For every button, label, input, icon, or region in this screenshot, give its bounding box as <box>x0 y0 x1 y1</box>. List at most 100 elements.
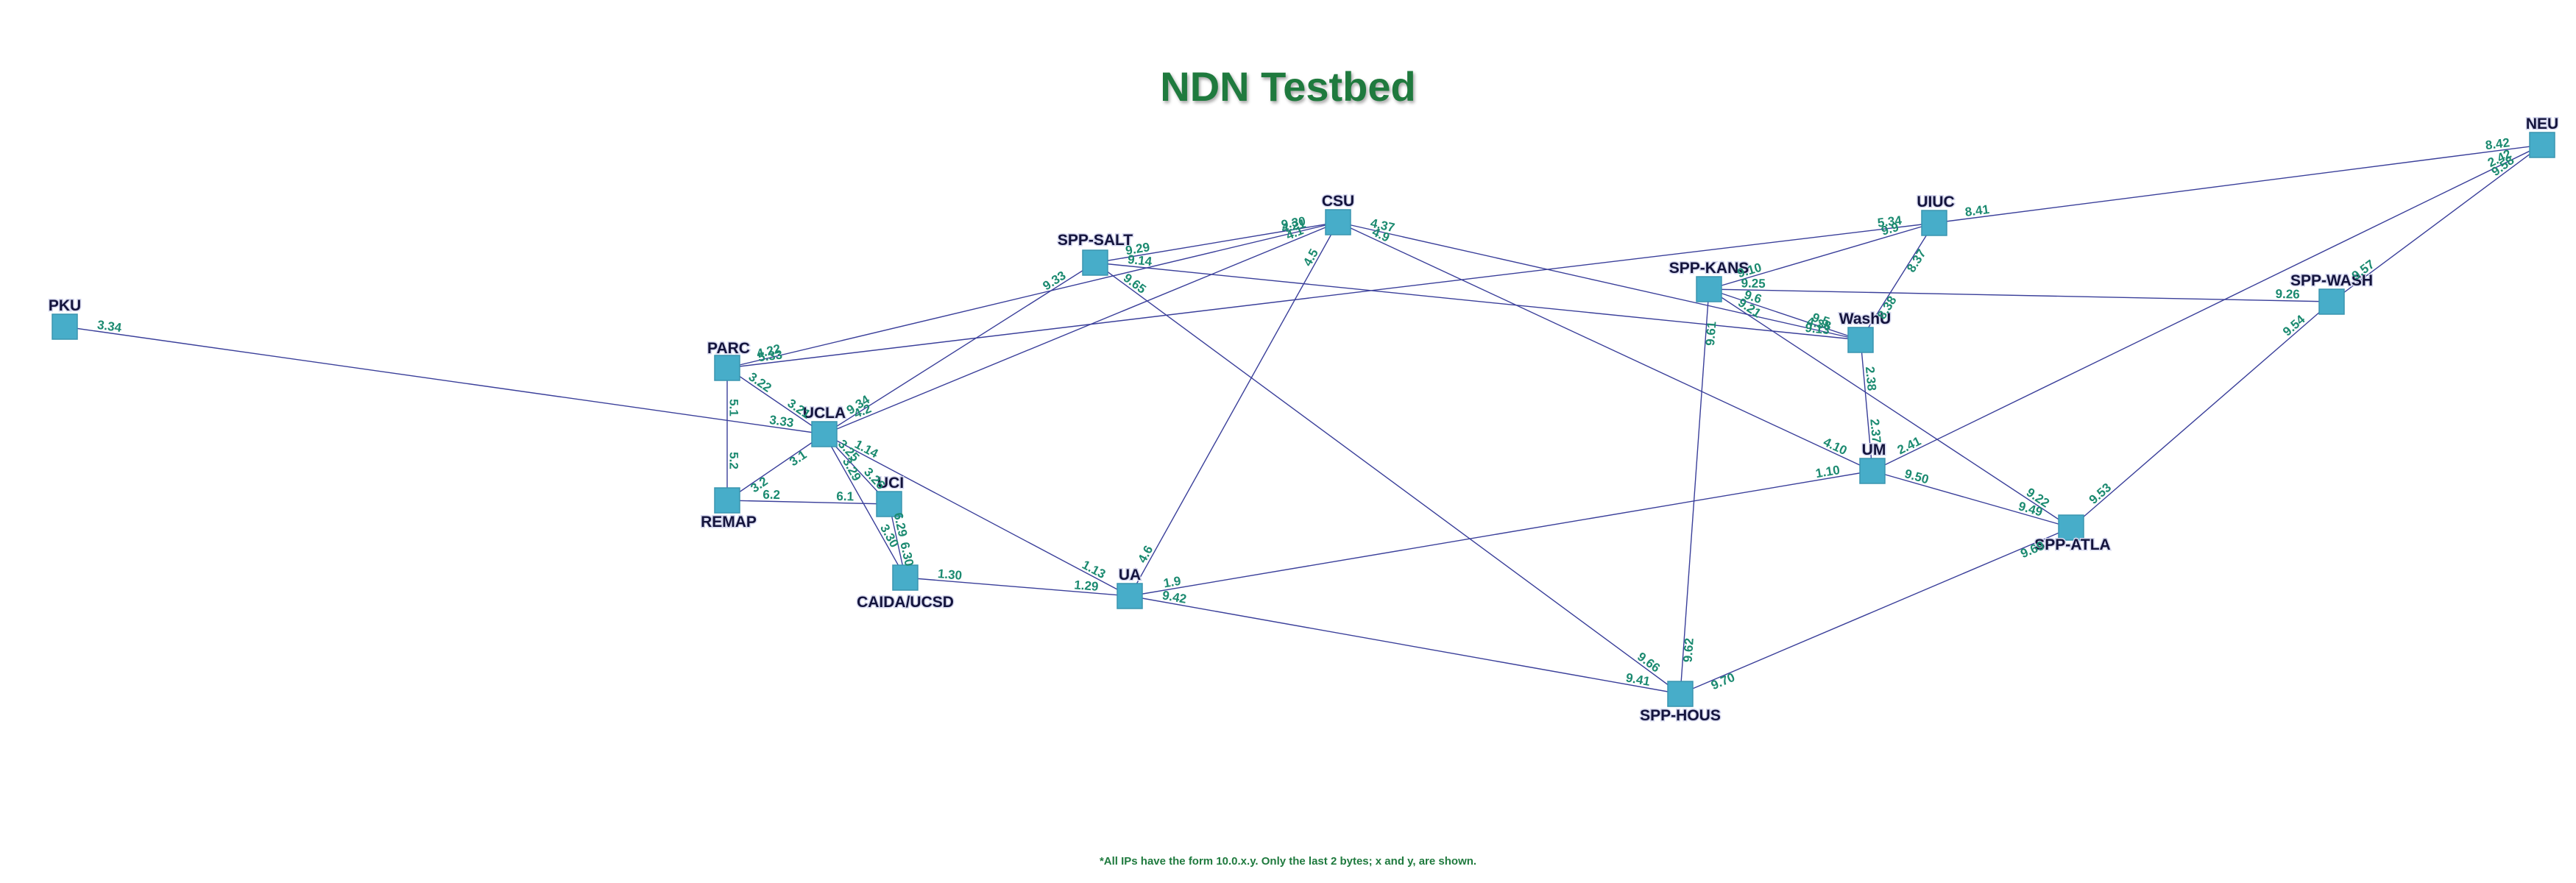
link-ucla-sppsalt <box>824 262 1096 435</box>
router-box[interactable] <box>714 355 740 381</box>
node-sppwash[interactable]: SPP-WASH <box>2289 272 2374 315</box>
link-caida-ua <box>905 577 1130 597</box>
node-uci[interactable]: UCI <box>876 474 905 517</box>
router-box[interactable] <box>1921 210 1947 236</box>
node-label: PKU <box>49 297 81 314</box>
router-box[interactable] <box>2318 288 2345 315</box>
router-box[interactable] <box>1325 209 1351 235</box>
node-spphous[interactable]: SPP-HOUS <box>1639 681 1722 726</box>
router-box[interactable] <box>52 313 78 340</box>
node-pku[interactable]: PKU <box>47 297 82 340</box>
link-sppkans-sppwash <box>1708 288 2332 302</box>
ip-label: 6.1 <box>836 489 854 504</box>
ip-label: 9.41 <box>1625 670 1652 689</box>
link-ucla-ua <box>824 433 1130 597</box>
ip-label: 9.69 <box>2019 539 2047 561</box>
ip-label: 1.9 <box>1162 574 1181 591</box>
ip-label: 2.38 <box>1863 366 1879 391</box>
link-ua-csu <box>1129 221 1339 597</box>
link-pku-ucla <box>64 326 825 435</box>
link-washu-um <box>1860 339 1873 472</box>
node-label: SPP-ATLA <box>2034 536 2110 553</box>
link-sppatla-spphous <box>1680 527 2072 695</box>
link-parc-uiuc <box>726 222 1935 369</box>
ip-label: 3.34 <box>96 318 123 336</box>
router-box[interactable] <box>1117 583 1143 609</box>
ip-label: 9.26 <box>2275 287 2299 302</box>
router-box[interactable] <box>876 491 902 517</box>
ip-label: 4.10 <box>1821 435 1849 458</box>
link-csu-um <box>1337 221 1873 472</box>
router-box[interactable] <box>714 487 740 514</box>
ip-label: 5.1 <box>727 399 741 416</box>
ip-label: 2.41 <box>1895 434 1923 458</box>
ip-label: 4.6 <box>1135 543 1156 565</box>
router-box[interactable] <box>1847 327 1874 353</box>
nodes-layer: PKU PARC UCLA REMAP UCI CAIDA/UCSD UA SPP-SALT C… <box>47 115 2560 726</box>
router-box[interactable] <box>2058 514 2084 541</box>
node-remap[interactable]: REMAP <box>700 487 757 532</box>
router-box[interactable] <box>1082 249 1108 276</box>
node-ucla[interactable]: UCLA <box>802 404 847 447</box>
node-parc[interactable]: PARC <box>707 339 751 381</box>
ip-label: 6.2 <box>762 488 780 503</box>
router-box[interactable] <box>1859 458 1886 484</box>
link-um-neu <box>1872 144 2543 472</box>
link-ua-um <box>1129 470 1873 597</box>
link-sppatla-sppwash <box>2070 301 2332 528</box>
ip-label: 4.5 <box>1301 247 1321 269</box>
link-sppsalt-spphous <box>1094 262 1681 695</box>
ip-label: 3.1 <box>787 447 809 469</box>
router-box[interactable] <box>811 421 838 447</box>
ip-label: 9.14 <box>1127 252 1153 269</box>
node-csu[interactable]: CSU <box>1320 192 1356 235</box>
link-um-sppatla <box>1872 470 2072 528</box>
node-ua[interactable]: UA <box>1117 566 1143 609</box>
link-sppsalt-csu <box>1094 221 1339 263</box>
router-box[interactable] <box>1667 681 1694 707</box>
router-box[interactable] <box>2529 132 2555 158</box>
node-label: REMAP <box>701 514 757 531</box>
link-sppsalt-washu <box>1094 262 1861 341</box>
ip-label: 5.33 <box>757 347 783 364</box>
link-ucla-csu <box>824 221 1339 435</box>
router-box[interactable] <box>892 564 919 591</box>
link-sppkans-uiuc <box>1708 222 1935 290</box>
ip-label: 8.37 <box>1904 247 1929 274</box>
link-sppkans-washu <box>1708 288 1861 341</box>
node-label: UIUC <box>1917 194 1954 210</box>
node-label: CAIDA/UCSD <box>857 594 954 611</box>
node-sppatla[interactable]: SPP-ATLA <box>2034 514 2112 555</box>
link-sppkans-sppatla <box>1708 288 2072 528</box>
node-uiuc[interactable]: UIUC <box>1916 193 1956 236</box>
ip-label: 9.61 <box>1703 321 1719 346</box>
link-remap-uci <box>726 500 890 505</box>
node-label: NEU <box>2526 116 2558 132</box>
node-sppkans[interactable]: SPP-KANS <box>1668 259 1750 302</box>
link-csu-washu <box>1337 221 1861 341</box>
node-label: WashU <box>1839 311 1891 327</box>
node-label: UM <box>1862 442 1886 458</box>
node-label: SPP-SALT <box>1058 232 1133 249</box>
ip-label: 5.34 <box>1877 213 1903 230</box>
node-label: CSU <box>1322 193 1354 210</box>
node-sppsalt[interactable]: SPP-SALT <box>1056 231 1134 276</box>
link-uiuc-neu <box>1933 144 2543 224</box>
node-label: PARC <box>707 340 750 357</box>
node-caida[interactable]: CAIDA/UCSD <box>856 564 955 612</box>
link-parc-ucla <box>726 367 825 435</box>
node-washu[interactable]: WashU <box>1838 310 1892 353</box>
ip-label: 8.42 <box>2485 135 2510 152</box>
node-um[interactable]: UM <box>1859 441 1887 484</box>
node-label: UCI <box>877 475 904 492</box>
link-sppkans-spphous <box>1680 288 1710 695</box>
router-box[interactable] <box>1696 276 1722 302</box>
node-label: UCLA <box>803 405 846 422</box>
ip-label: 9.70 <box>1709 670 1737 692</box>
ip-label: 9.42 <box>1161 588 1188 606</box>
link-uiuc-washu <box>1860 222 1935 341</box>
node-label: SPP-WASH <box>2290 272 2373 289</box>
ip-label: 6.30 <box>897 541 916 567</box>
ip-label: 9.13 <box>1805 321 1830 337</box>
node-neu[interactable]: NEU <box>2524 115 2560 158</box>
